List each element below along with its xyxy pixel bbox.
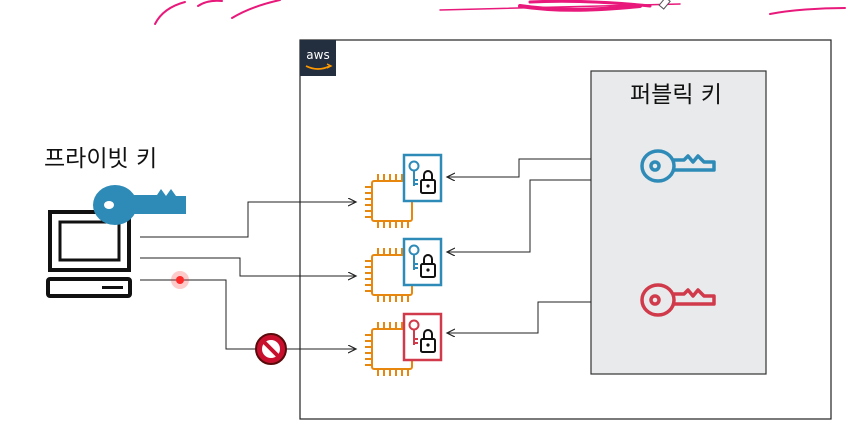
public-key-red-icon — [640, 283, 716, 317]
private-key-label: 프라이빗 키 — [44, 146, 157, 172]
ec2-instance-2 — [365, 237, 443, 302]
public-key-blue-icon — [640, 149, 716, 183]
laser-pointer-dot — [171, 271, 189, 289]
ec2-instance-3 — [365, 312, 443, 376]
public-connector-3 — [447, 301, 591, 333]
key-document-icon — [402, 153, 443, 203]
instance-chip-icon — [365, 248, 413, 302]
key-document-icon — [402, 237, 443, 287]
pencil-icon — [658, 0, 671, 10]
public-connector-2 — [447, 179, 591, 252]
private-key-icon — [93, 185, 186, 225]
ec2-instance-1 — [365, 153, 443, 228]
public-key-panel — [590, 70, 767, 375]
instance-chip-icon — [365, 174, 413, 228]
connector-to-instance-1 — [140, 202, 356, 238]
connector-to-instance-2 — [140, 257, 356, 276]
aws-logo-text: aws — [306, 48, 329, 62]
key-document-icon — [402, 312, 443, 362]
public-key-label: 퍼블릭 키 — [630, 82, 722, 108]
computer-icon — [46, 210, 132, 298]
public-key-connections — [447, 158, 591, 333]
public-connector-1 — [447, 158, 591, 177]
aws-logo-icon: aws — [300, 40, 336, 76]
no-entry-icon — [255, 333, 287, 365]
annotation-strokes — [154, 0, 846, 25]
